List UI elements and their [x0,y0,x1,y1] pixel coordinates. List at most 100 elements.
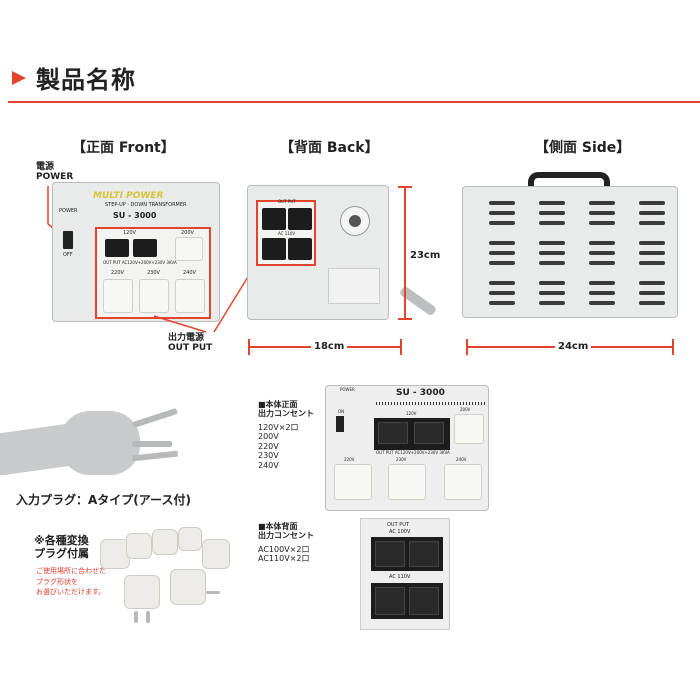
back-label-sticker [328,268,380,304]
adapter-6 [124,575,160,609]
back-outlets-subtitle: 出力コンセント [258,531,314,541]
adapter-1 [100,539,130,569]
output-callout-jp: 出力電源 [168,333,205,343]
switch-off-label: OFF [63,252,73,258]
adapter-subnote-3: お選びいただけます。 [36,588,106,596]
brand-logo: MULTI POWER [93,191,164,201]
closeup-switch [336,416,344,432]
adapter-pin-3 [206,591,220,594]
output-callout: 出力電源 OUT PUT [168,333,212,354]
closeup-on-label: ON [338,409,345,414]
closeup-230v-label: 230V [396,457,407,462]
front-outlets-line-1: 200V [258,432,279,442]
back-outlet-panel: OUT PUT AC 110V [256,199,316,266]
plug-head [60,411,140,475]
closeup-socket-120-b [414,422,444,444]
carry-handle [528,172,610,190]
front-power-label: POWER [59,208,78,214]
adapter-note: ※各種変換 プラグ付属 [34,534,89,560]
front-output-note: OUT PUT AC120V+200V+230V 3KVA [103,260,177,265]
front-socket-120-a [105,239,129,257]
heading-title: 製品名称 [36,66,136,94]
front-outlets-subtitle: 出力コンセント [258,409,314,419]
front-socket-230 [139,279,169,313]
width-dimension-cap-left [248,339,250,355]
width-dimension-cap-right [400,339,402,355]
closeup-ac100-label: AC 100V [389,529,411,535]
front-230v-label: 230V [147,270,160,276]
front-240v-label: 240V [183,270,196,276]
adapter-4 [178,527,202,551]
front-socket-120-b [133,239,157,257]
triangle-bullet-icon [12,70,26,85]
closeup-120v-block [374,418,450,450]
back-socket-110-a [262,238,286,260]
back-outlets-line-1: AC110V×2口 [258,554,310,564]
width-dimension-label: 18cm [311,341,348,352]
closeup-socket-240 [444,464,482,500]
power-callout: 電源 POWER [36,162,73,183]
front-outlets-line-0: 120V×2口 [258,423,299,432]
front-view-label: 【正面 Front】 [72,140,175,156]
closeup-back-output-label: OUT PUT [387,522,409,528]
depth-dimension-label: 24cm [555,341,592,352]
closeup-ac110-block [371,583,443,619]
power-callout-en: POWER [36,172,74,183]
plug-ground-pin [132,441,172,447]
closeup-socket-220 [334,464,372,500]
front-outlets-title: ■本体正面 [258,400,298,409]
adapter-subnote-1: ご使用場所に合わせた [36,567,106,575]
side-view-label: 【側面 Side】 [535,140,631,156]
front-socket-240 [175,279,205,313]
front-outlet-panel: 120V 200V OUT PUT AC120V+200V+230V 3KVA … [95,227,211,319]
back-outlets-title: ■本体背面 [258,522,298,531]
front-outlets-line-2: 220V [258,441,279,451]
adapter-note-line2: プラグ付属 [34,547,89,561]
back-ac110-label: AC 110V [278,231,296,236]
back-output-label: OUT PUT [278,199,296,204]
closeup-socket-110-a [375,587,405,615]
front-outlets-line-4: 240V [258,460,279,470]
back-outlets-title-block: ■本体背面 出力コンセント [258,522,314,540]
front-220v-label: 220V [111,270,124,276]
closeup-socket-100-a [375,541,405,567]
closeup-240v-label: 240V [456,457,467,462]
adapter-5 [202,539,230,569]
input-plug-image [0,395,240,485]
power-switch[interactable] [63,231,73,249]
depth-dimension-cap-left [466,339,468,355]
depth-dimension-cap-right [672,339,674,355]
front-outlets-list: 120V×2口 200V 220V 230V 240V [258,423,299,470]
front-device: MULTI POWER STEP-UP · DOWN TRANSFORMER S… [52,182,220,322]
closeup-power-label: POWER [340,387,355,392]
height-dimension-line [404,186,406,320]
closeup-ac110-label: AC 110V [389,574,411,580]
closeup-output-note: OUT PUT AC120V+200V+230V 3KVA [376,450,450,455]
adapter-3 [152,529,178,555]
height-dimension-cap-bottom [398,318,412,320]
back-socket-110-b [288,238,312,260]
closeup-socket-200 [454,414,484,444]
voltage-dial[interactable] [340,206,370,236]
front-socket-200 [175,237,203,261]
front-200v-label: 200V [181,230,194,236]
section-heading: 製品名称 [12,60,136,95]
front-outlets-closeup: POWER SU - 3000 ON 120V 200V OUT PUT AC1… [325,385,489,511]
back-socket-100-a [262,208,286,230]
back-outlets-closeup: OUT PUT AC 100V AC 110V [360,518,450,630]
front-120v-label: 120V [123,230,136,236]
adapter-subnote-2: プラグ形状を [36,577,78,586]
closeup-socket-110-b [409,587,439,615]
plug-prong-top [132,408,178,428]
adapter-pin-1 [134,611,138,623]
closeup-socket-120-a [378,422,408,444]
heading-underline [8,101,700,103]
height-dimension-cap-top [398,186,412,188]
front-subtitle: STEP-UP · DOWN TRANSFORMER [105,202,187,208]
adapter-pin-2 [146,611,150,623]
height-dimension-label: 23cm [410,250,441,261]
side-device [462,186,678,318]
back-device: OUT PUT AC 110V [247,185,438,320]
front-socket-220 [103,279,133,313]
closeup-ac100-block [371,537,443,571]
